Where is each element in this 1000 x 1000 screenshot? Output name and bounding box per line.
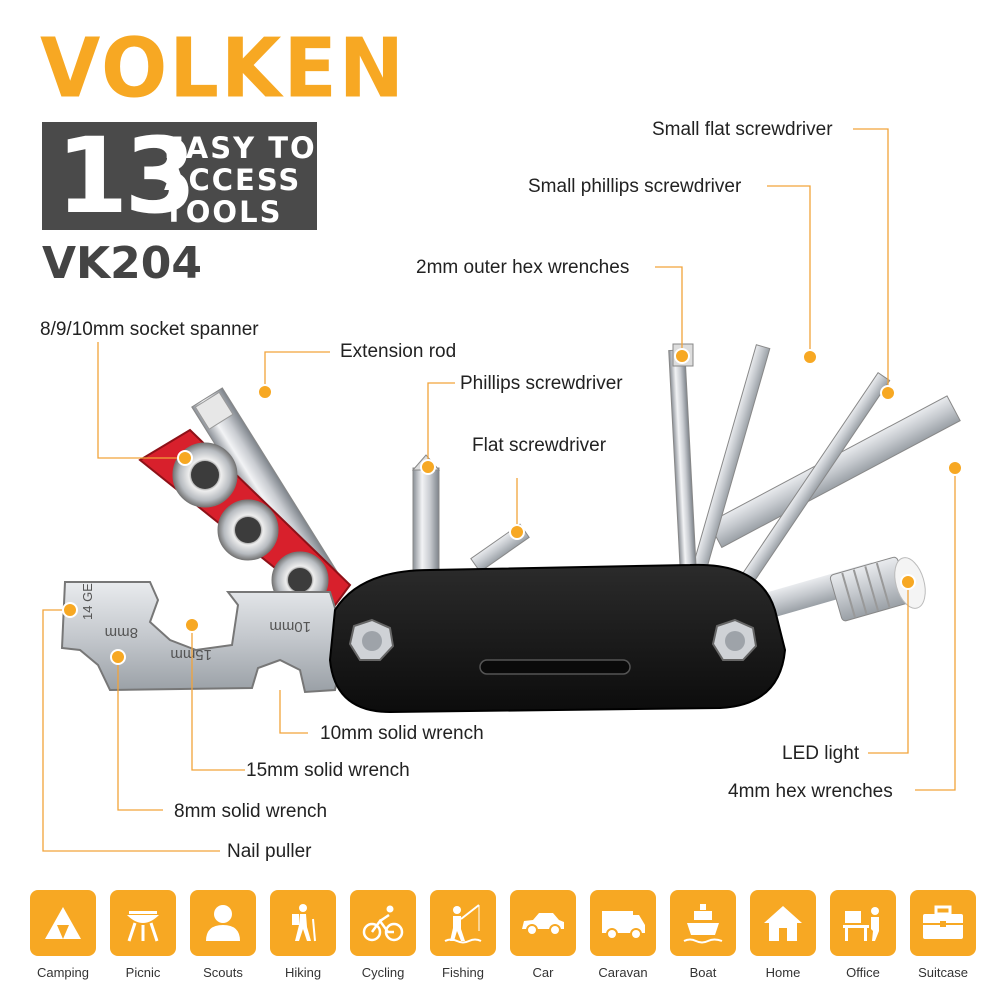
callout-flat-screwdriver: Flat screwdriver bbox=[472, 435, 607, 456]
multitool-illustration: 14 GE 8mm 15mm 10mm bbox=[42, 128, 963, 852]
scout-person-icon bbox=[206, 905, 240, 941]
callout-led-light: LED light bbox=[782, 743, 860, 764]
hiker-icon bbox=[292, 904, 316, 942]
callout-dots bbox=[62, 348, 963, 665]
use-caravan: Caravan bbox=[590, 890, 656, 980]
phillips-tool bbox=[412, 467, 440, 589]
callout-socket-spanner: 8/9/10mm socket spanner bbox=[40, 319, 259, 340]
use-case-icon-row: Camping Picnic Scouts Hiking Cycling Fis… bbox=[30, 890, 980, 990]
small-phillips-tool bbox=[689, 344, 771, 580]
led-light-tool bbox=[766, 556, 926, 622]
ship-icon bbox=[683, 904, 723, 944]
use-label: Hiking bbox=[284, 965, 322, 980]
badge-line-1: EASY TO bbox=[164, 131, 317, 165]
callout-4mm-hex-wrenches: 4mm hex wrenches bbox=[728, 781, 893, 802]
use-label: Caravan bbox=[598, 965, 648, 980]
callout-small-phillips-screwdriver: Small phillips screwdriver bbox=[528, 176, 742, 197]
fisherman-icon bbox=[444, 904, 482, 944]
outer-hex-tool bbox=[668, 349, 698, 591]
engraving-10mm: 10mm bbox=[269, 618, 311, 635]
callout-lines bbox=[42, 128, 956, 852]
tools-count-text: EASY TO ACCESS TOOLS bbox=[164, 132, 317, 228]
use-picnic: Picnic bbox=[110, 890, 176, 980]
grill-icon bbox=[127, 911, 159, 942]
house-icon bbox=[764, 906, 802, 941]
multitool-body bbox=[328, 563, 787, 714]
use-label: Home bbox=[765, 965, 801, 980]
use-label: Picnic bbox=[125, 965, 161, 980]
use-home: Home bbox=[750, 890, 816, 980]
use-label: Suitcase bbox=[918, 965, 968, 980]
use-camping: Camping bbox=[30, 890, 96, 980]
briefcase-icon bbox=[923, 905, 963, 939]
use-fishing: Fishing bbox=[430, 890, 496, 980]
model-number: VK204 bbox=[42, 238, 202, 289]
callout-nail-puller: Nail puller bbox=[227, 841, 312, 862]
use-label: Car bbox=[532, 965, 554, 980]
callout-outer-hex-wrenches: 2mm outer hex wrenches bbox=[416, 257, 630, 278]
use-label: Scouts bbox=[203, 965, 243, 980]
use-label: Camping bbox=[36, 965, 90, 980]
use-office: Office bbox=[830, 890, 896, 980]
use-car: Car bbox=[510, 890, 576, 980]
badge-line-3: TOOLS bbox=[164, 195, 283, 229]
use-label: Office bbox=[846, 965, 880, 980]
engraving-15mm: 15mm bbox=[170, 646, 212, 663]
callout-10mm-wrench: 10mm solid wrench bbox=[320, 723, 484, 744]
engraving-8mm: 8mm bbox=[105, 624, 138, 641]
use-label: Cycling bbox=[361, 965, 405, 980]
callout-small-flat-screwdriver: Small flat screwdriver bbox=[652, 119, 833, 140]
brand-logo: VOLKEN bbox=[40, 21, 407, 117]
engraving-gauge: 14 GE bbox=[80, 583, 95, 620]
use-suitcase: Suitcase bbox=[910, 890, 976, 980]
badge-line-2: ACCESS bbox=[164, 163, 302, 197]
flat-wrench-plate: 14 GE 8mm 15mm 10mm bbox=[60, 581, 347, 694]
callout-extension-rod: Extension rod bbox=[340, 341, 457, 362]
callout-phillips-screwdriver: Phillips screwdriver bbox=[460, 373, 623, 394]
callout-15mm-wrench: 15mm solid wrench bbox=[246, 760, 410, 781]
callout-8mm-wrench: 8mm solid wrench bbox=[174, 801, 328, 822]
van-icon bbox=[602, 911, 645, 940]
tent-icon bbox=[45, 907, 81, 939]
use-boat: Boat bbox=[670, 890, 736, 980]
car-icon bbox=[522, 913, 564, 936]
use-cycling: Cycling bbox=[350, 890, 416, 980]
use-scouts: Scouts bbox=[190, 890, 256, 980]
office-desk-icon bbox=[843, 907, 879, 941]
cyclist-icon bbox=[362, 905, 404, 942]
tools-count-number: 13 bbox=[56, 115, 197, 237]
tools-count-badge: 13 EASY TO ACCESS TOOLS bbox=[42, 122, 317, 230]
use-label: Boat bbox=[689, 965, 717, 980]
use-hiking: Hiking bbox=[270, 890, 336, 980]
use-label: Fishing bbox=[442, 965, 484, 980]
